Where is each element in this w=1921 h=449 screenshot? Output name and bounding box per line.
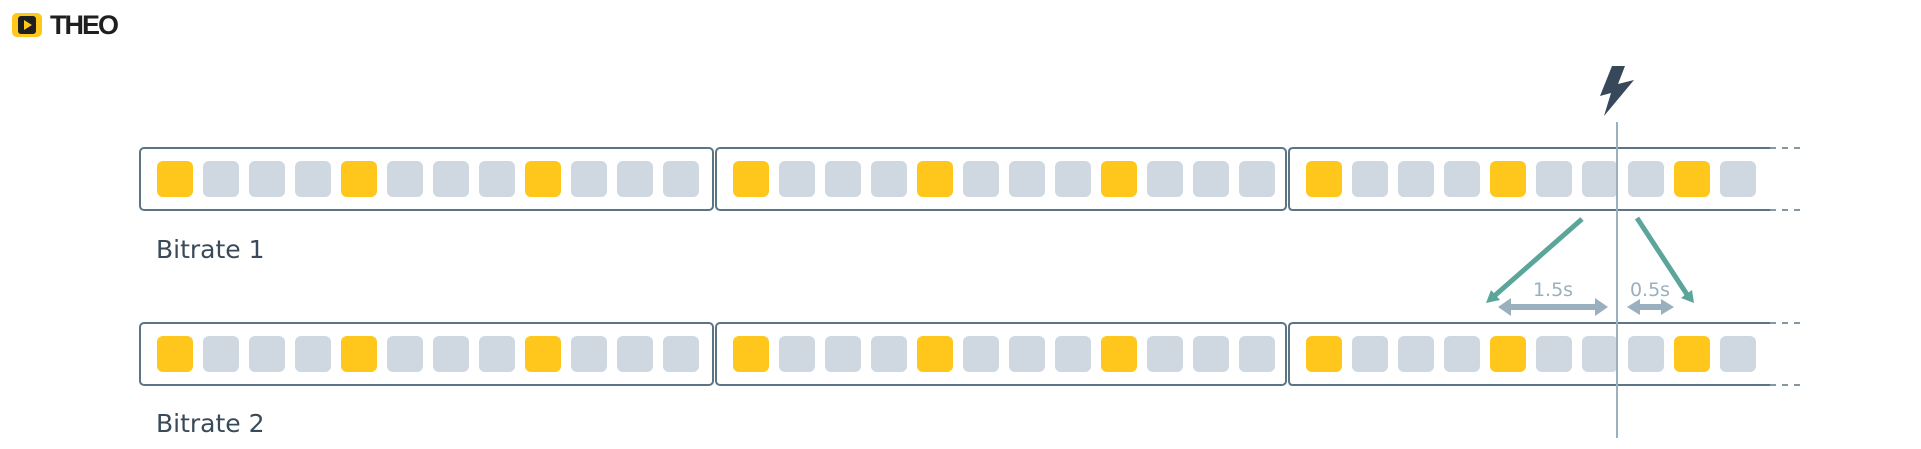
frame	[1193, 336, 1229, 372]
segment-box	[139, 147, 714, 211]
keyframe	[1306, 161, 1342, 197]
segment-box	[715, 322, 1287, 386]
frame	[825, 161, 861, 197]
duration-arrow-1	[1498, 298, 1608, 316]
frame	[295, 161, 331, 197]
frame	[387, 161, 423, 197]
frame	[1147, 336, 1183, 372]
frame	[1720, 161, 1756, 197]
frame	[617, 161, 653, 197]
frame	[1720, 336, 1756, 372]
logo-text: THEO	[50, 9, 119, 40]
frame	[1239, 161, 1275, 197]
frame	[1444, 336, 1480, 372]
keyframe	[1490, 161, 1526, 197]
frame	[203, 336, 239, 372]
frame	[1009, 336, 1045, 372]
frame	[1582, 336, 1618, 372]
frame	[1352, 161, 1388, 197]
row-label-bitrate-2: Bitrate 2	[156, 409, 265, 438]
frame	[1239, 336, 1275, 372]
frame	[825, 336, 861, 372]
frame	[963, 161, 999, 197]
duration-label-2: 0.5s	[1630, 279, 1670, 301]
keyframe	[341, 161, 377, 197]
frame	[617, 336, 653, 372]
keyframe	[157, 161, 193, 197]
frame	[1055, 336, 1091, 372]
frame	[203, 161, 239, 197]
segment-box	[715, 147, 1287, 211]
frame	[871, 161, 907, 197]
keyframe	[1490, 336, 1526, 372]
row-label-bitrate-1: Bitrate 1	[156, 235, 265, 264]
switch-arrowhead-right	[1681, 290, 1694, 303]
keyframe	[733, 161, 769, 197]
frame	[479, 336, 515, 372]
switch-arrow-right	[1634, 216, 1691, 298]
frame	[1582, 161, 1618, 197]
keyframe	[525, 336, 561, 372]
frame	[387, 336, 423, 372]
keyframe	[1101, 161, 1137, 197]
frame	[1352, 336, 1388, 372]
frame	[249, 161, 285, 197]
frame	[479, 161, 515, 197]
lightning-icon	[1600, 66, 1634, 116]
frame	[779, 161, 815, 197]
frame	[963, 336, 999, 372]
logo: THEO	[12, 9, 119, 41]
frame	[1444, 161, 1480, 197]
frame	[295, 336, 331, 372]
keyframe	[733, 336, 769, 372]
frame	[663, 161, 699, 197]
keyframe	[917, 336, 953, 372]
frame	[1398, 161, 1434, 197]
keyframe	[525, 161, 561, 197]
play-icon	[12, 13, 42, 37]
segment-box-open	[1288, 147, 1770, 211]
frame	[249, 336, 285, 372]
switch-arrowhead-left	[1486, 290, 1500, 303]
frame	[1193, 161, 1229, 197]
segment-box	[139, 322, 714, 386]
segment-box-open	[1288, 322, 1770, 386]
keyframe	[1674, 161, 1710, 197]
keyframe	[157, 336, 193, 372]
frame	[1147, 161, 1183, 197]
keyframe	[917, 161, 953, 197]
keyframe	[1101, 336, 1137, 372]
frame	[1398, 336, 1434, 372]
frame	[663, 336, 699, 372]
frame	[571, 161, 607, 197]
keyframe	[1306, 336, 1342, 372]
frame	[433, 161, 469, 197]
duration-arrow-2	[1627, 299, 1674, 315]
keyframe	[341, 336, 377, 372]
frame	[1628, 161, 1664, 197]
frame	[1628, 336, 1664, 372]
keyframe	[1674, 336, 1710, 372]
frame	[779, 336, 815, 372]
frame	[871, 336, 907, 372]
frame	[1009, 161, 1045, 197]
frame	[433, 336, 469, 372]
frame	[1536, 161, 1572, 197]
switch-arrow-left	[1490, 217, 1584, 300]
duration-label-1: 1.5s	[1533, 279, 1573, 301]
frame	[571, 336, 607, 372]
frame	[1055, 161, 1091, 197]
frame	[1536, 336, 1572, 372]
